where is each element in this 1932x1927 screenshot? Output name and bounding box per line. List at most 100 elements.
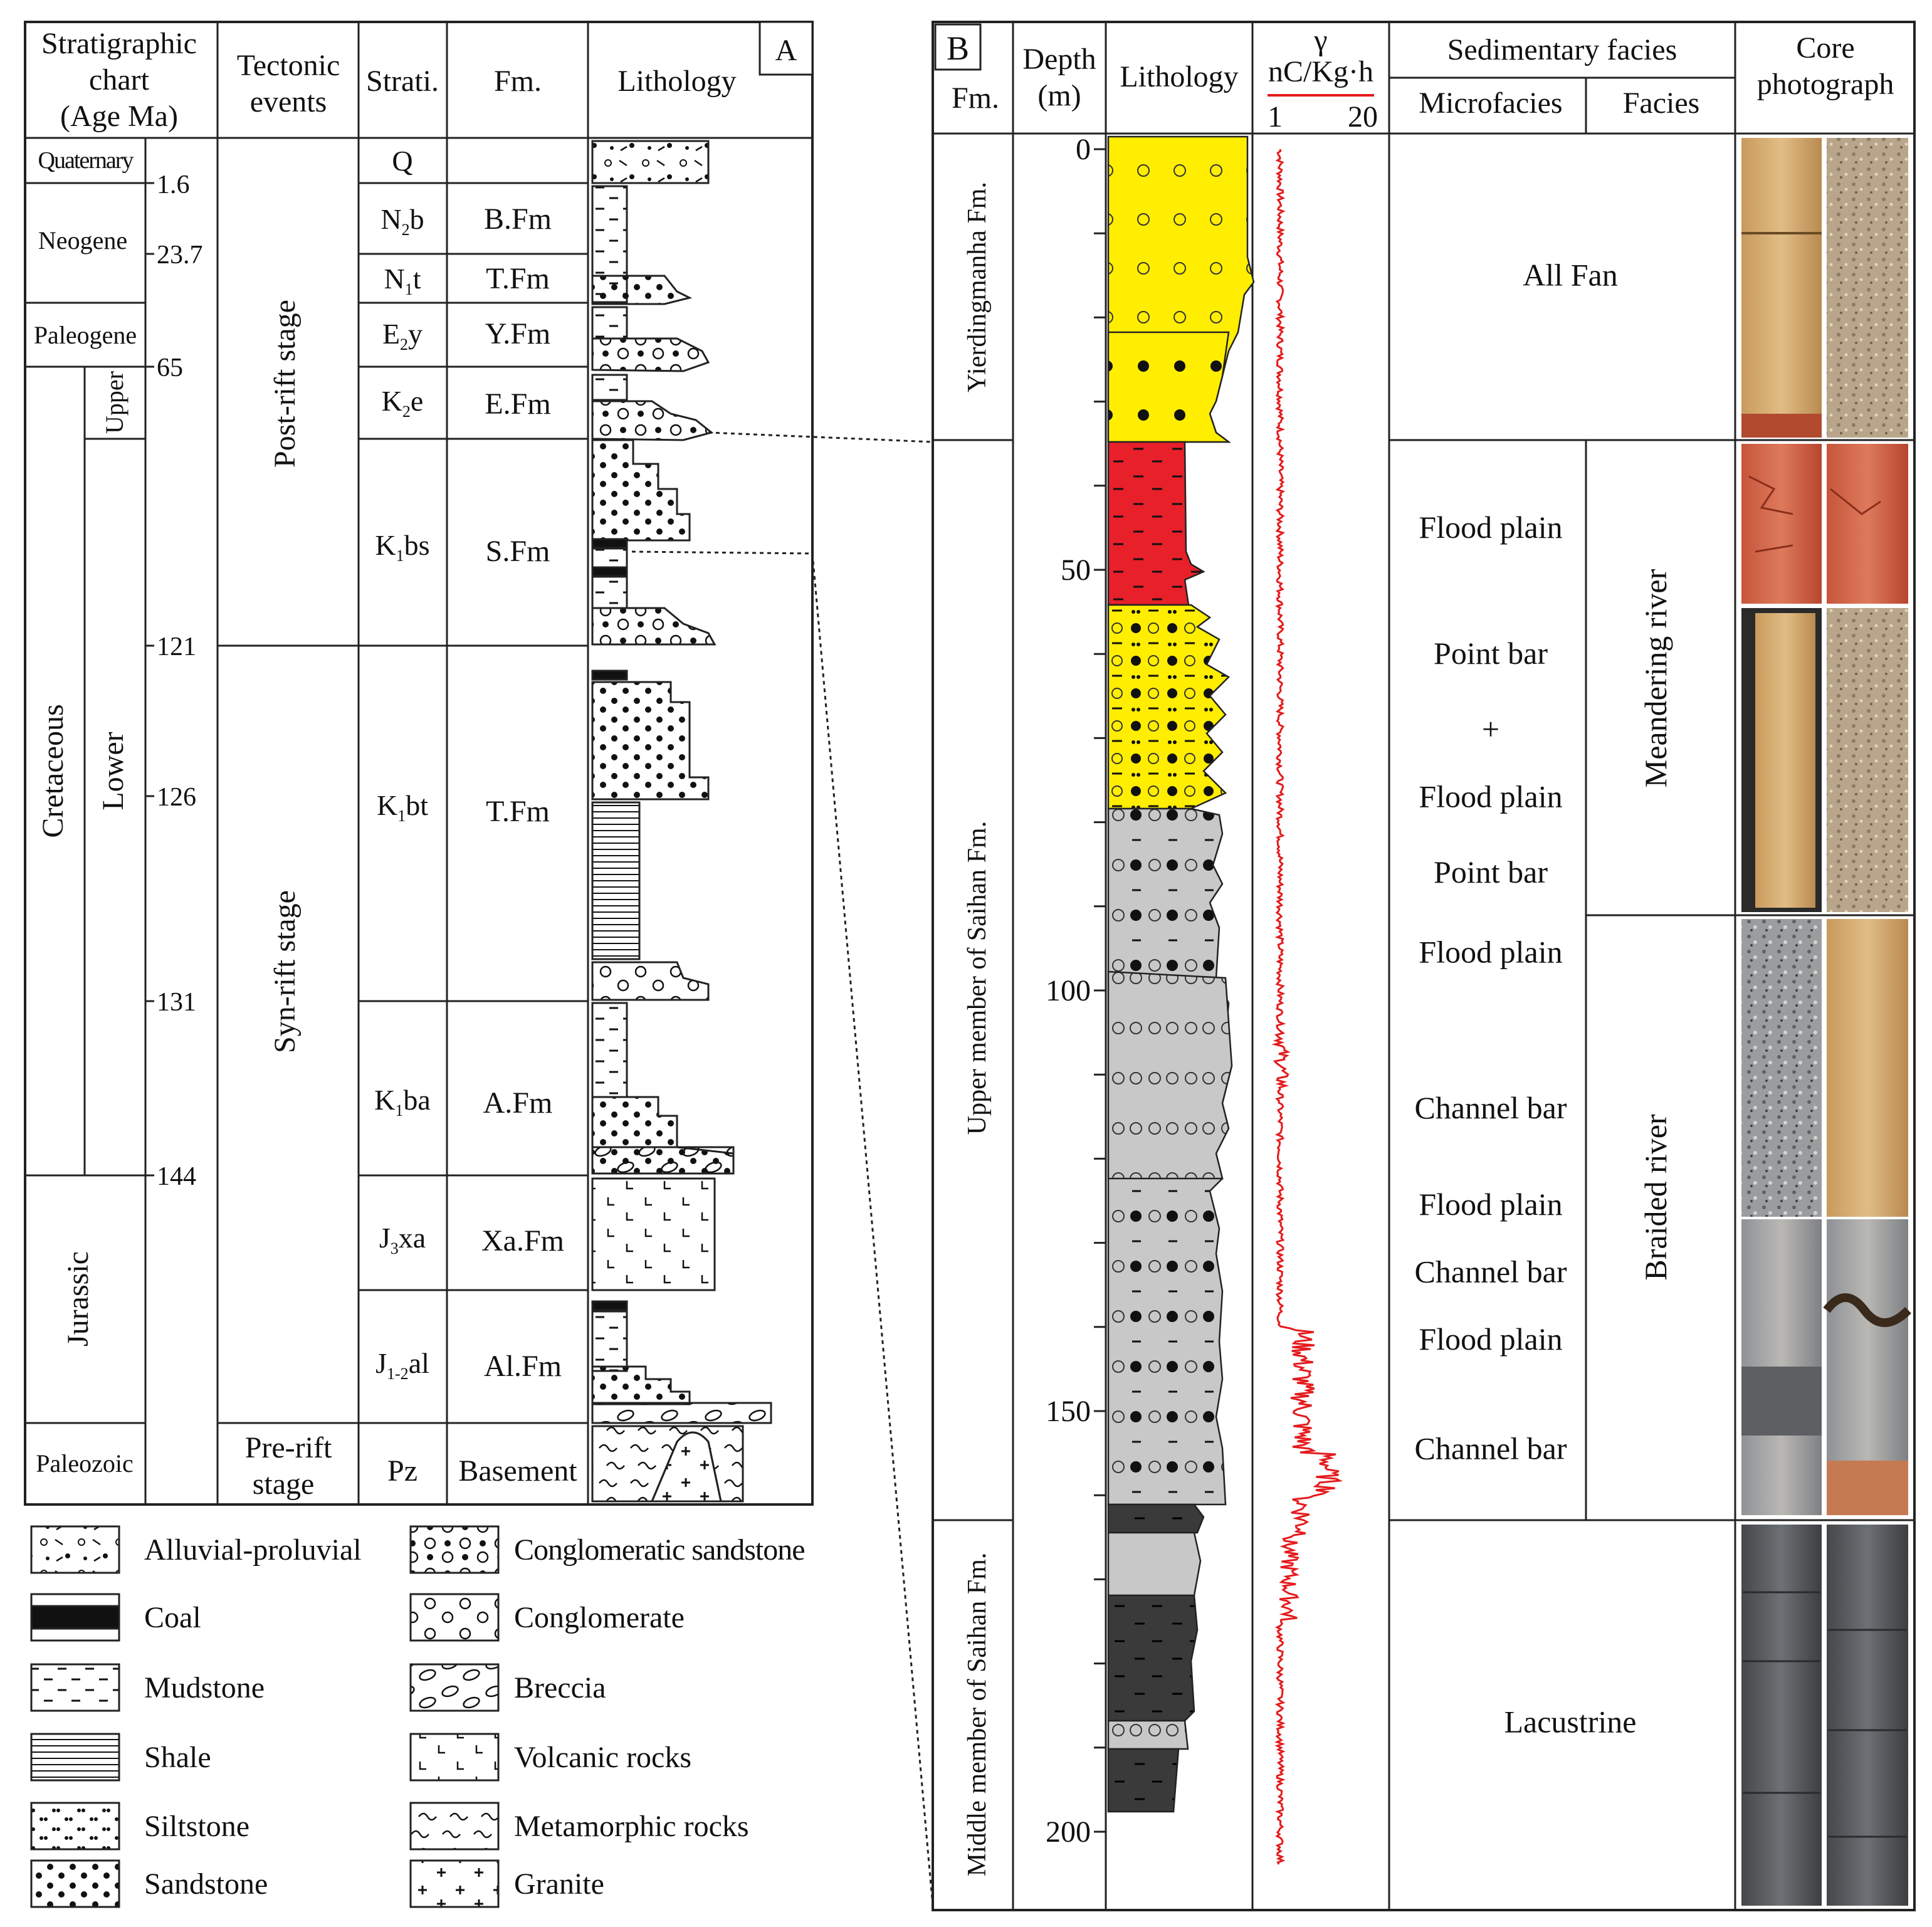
panel-a-header: Stratigraphic chart (Age Ma) Tectonic ev… (41, 27, 737, 133)
panel-b: B Fm. Depth (m) Lithology γ nC/Kg·h 1 20… (932, 21, 1916, 1911)
header-strati: Strati. (366, 65, 439, 98)
header-stratigraphic-chart-3: (Age Ma) (60, 100, 178, 133)
formation-name: Basement (458, 1454, 577, 1488)
core-photo-red (1741, 444, 1908, 604)
period-paleozoic: Paleozoic (36, 1449, 134, 1478)
header-lithology-b: Lithology (1120, 60, 1238, 93)
header-fm-b: Fm. (952, 81, 999, 115)
legend-conglomerate: Conglomerate (514, 1601, 685, 1634)
core-photo-fan (1741, 138, 1908, 438)
age-1-6: 1.6 (157, 171, 190, 199)
strati-code: K1bs (375, 529, 429, 565)
strati-code: K2e (382, 385, 424, 421)
formation-name: E.Fm (485, 387, 550, 421)
depth-tick-label: 150 (1046, 1395, 1091, 1428)
legend-volcanic-rocks: Volcanic rocks (514, 1741, 691, 1774)
strati-code: Q (392, 145, 412, 177)
age-144: 144 (157, 1162, 196, 1191)
header-gamma-symbol: γ (1313, 24, 1327, 57)
gamma-ray-curve (1271, 149, 1343, 1865)
microfacies-label: Flood plain (1419, 1321, 1562, 1357)
age-65: 65 (157, 354, 183, 382)
formation-yierdingmanha: Yierdingmanha Fm. (963, 182, 992, 392)
panel-b-header: Fm. Depth (m) Lithology γ nC/Kg·h 1 20 S… (952, 24, 1894, 134)
facies-braided-river: Braided river (1638, 1114, 1673, 1281)
header-gamma-unit: nC/Kg·h (1268, 55, 1373, 88)
microfacies-label: Channel bar (1415, 1090, 1567, 1125)
strati-code: K1ba (374, 1084, 431, 1120)
period-quaternary: Quaternary (38, 147, 134, 174)
unit-pz: Pz Basement (387, 1454, 577, 1488)
facies-meandering-river: Meandering river (1638, 569, 1673, 787)
legend-conglomeratic-sandstone: Conglomeratic sandstone (514, 1533, 805, 1567)
core-photo-point-bar (1741, 608, 1908, 912)
unit-k1ba: K1ba A.Fm (374, 1084, 552, 1120)
microfacies-label: All Fan (1523, 257, 1617, 292)
unit-n2b: N2b B.Fm (381, 202, 552, 239)
legend-coal: Coal (144, 1601, 201, 1634)
formation-name: B.Fm (484, 202, 552, 236)
depth-tick-label: 0 (1076, 133, 1091, 166)
epoch-upper: Upper (100, 371, 129, 434)
period-neogene: Neogene (38, 226, 127, 255)
epoch-lower: Lower (97, 732, 130, 810)
period-cretaceous: Cretaceous (36, 704, 70, 837)
formation-name: T.Fm (486, 262, 550, 295)
formation-upper-saihan: Upper member of Saihan Fm. (963, 821, 992, 1135)
formation-middle-saihan: Middle member of Saihan Fm. (963, 1553, 992, 1877)
microfacies-label: Flood plain (1419, 779, 1562, 814)
microfacies-label: Channel bar (1415, 1254, 1567, 1289)
header-gamma-min: 1 (1268, 100, 1283, 134)
age-131: 131 (157, 988, 196, 1017)
microfacies-label: Flood plain (1419, 510, 1562, 545)
legend-alluvial-proluvial: Alluvial-proluvial (144, 1533, 362, 1567)
age-126: 126 (157, 783, 196, 812)
legend-mudstone: Mudstone (144, 1671, 265, 1704)
depth-tick-label: 50 (1061, 554, 1091, 587)
header-core-photograph-2: photograph (1757, 68, 1894, 101)
microfacies-label: Flood plain (1419, 935, 1562, 970)
formation-name: A.Fm (483, 1086, 553, 1120)
unit-k1bt: K1bt T.Fm (377, 789, 550, 828)
header-microfacies: Microfacies (1419, 87, 1562, 120)
microfacies-label: Channel bar (1415, 1431, 1567, 1466)
header-tectonic-events-1: Tectonic (237, 49, 340, 82)
unit-k2e: K2e E.Fm (382, 385, 551, 421)
stage-pre-rift-2: stage (253, 1468, 315, 1501)
legend-granite: Granite (514, 1867, 604, 1901)
unit-j3xa: J3xa Xa.Fm (379, 1222, 564, 1258)
depth-tick-label: 100 (1046, 974, 1091, 1007)
legend-siltstone: Siltstone (144, 1810, 249, 1843)
panel-b-label: B (947, 29, 969, 67)
header-lithology: Lithology (617, 65, 736, 98)
strati-code: K1bt (377, 789, 428, 825)
legend (30, 1525, 500, 1908)
unit-n1t: N1t T.Fm (384, 262, 549, 298)
lithology-column-a (591, 140, 772, 1503)
microfacies-label: + (1482, 711, 1499, 747)
period-jurassic: Jurassic (61, 1251, 95, 1347)
unit-j12al: J1-2al Al.Fm (375, 1347, 562, 1383)
microfacies-label: Flood plain (1419, 1187, 1562, 1222)
strati-code: N1t (384, 263, 421, 298)
strati-code: J3xa (379, 1222, 426, 1258)
legend-sandstone: Sandstone (144, 1867, 268, 1901)
unit-k1bs: K1bs S.Fm (375, 529, 550, 568)
header-gamma-max: 20 (1348, 100, 1378, 134)
period-paleogene: Paleogene (34, 321, 137, 349)
header-stratigraphic-chart-1: Stratigraphic (41, 27, 197, 60)
strati-code: N2b (381, 203, 424, 239)
panel-a: A Stratigraphic chart (Age Ma) Tectonic … (24, 21, 814, 1506)
stage-post-rift: Post-rift stage (268, 300, 302, 468)
formation-name: S.Fm (486, 535, 550, 568)
core-photo-braided (1741, 919, 1911, 1515)
formation-name: Al.Fm (484, 1350, 562, 1383)
microfacies-label: Lacustrine (1504, 1704, 1636, 1740)
unit-q: Q (392, 145, 412, 177)
legend-breccia: Breccia (514, 1671, 606, 1704)
core-photographs (1741, 138, 1911, 1906)
header-core-photograph-1: Core (1796, 31, 1854, 65)
